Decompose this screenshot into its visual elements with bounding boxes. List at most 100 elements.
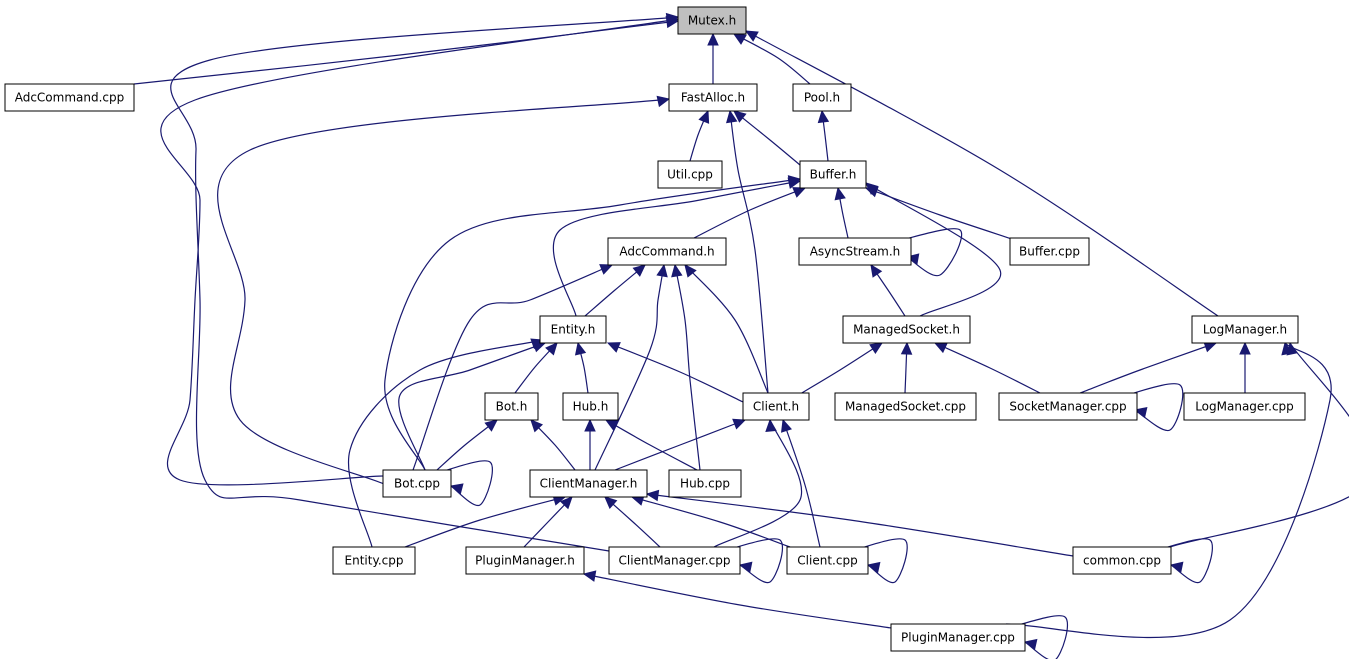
- arrowhead-bot-cpp-to-bot-h: [484, 419, 498, 432]
- node-fastalloc-h[interactable]: FastAlloc.h: [668, 83, 758, 112]
- edge-bot-cpp-to-entity-h: [398, 342, 546, 471]
- edge-hub-cpp-to-adccommand-h: [674, 264, 701, 471]
- edge-bot-cpp-to-fastalloc-h: [217, 98, 670, 485]
- edge-logmanager-h-to-mutex-h: [745, 30, 1219, 317]
- node-box-common-cpp: [1072, 546, 1172, 575]
- node-clientmanager-h[interactable]: ClientManager.h: [529, 469, 648, 498]
- arrowhead-logmanager-cpp-to-logmanager-h: [1239, 341, 1251, 355]
- node-managedsocket-cpp[interactable]: ManagedSocket.cpp: [834, 392, 977, 421]
- edge-bot-cpp-to-bot-h: [436, 419, 498, 471]
- node-pool-h[interactable]: Pool.h: [792, 83, 852, 112]
- node-box-hub-h: [562, 392, 619, 421]
- node-label: PluginManager.h: [475, 554, 575, 568]
- node-box-mutex-h: [677, 6, 747, 35]
- node-managedsocket-h[interactable]: ManagedSocket.h: [842, 315, 971, 344]
- node-bot-h[interactable]: Bot.h: [484, 392, 539, 421]
- node-box-client-cpp: [786, 546, 869, 575]
- node-box-asyncstream-h: [798, 237, 912, 266]
- node-client-h[interactable]: Client.h: [742, 392, 810, 421]
- node-label: Bot.h: [496, 400, 528, 414]
- arrowhead-managedsocket-h-to-buffer-h: [865, 182, 879, 195]
- arrowhead-buffer-h-to-pool-h: [817, 109, 830, 124]
- node-label: Util.cpp: [667, 168, 713, 182]
- node-label: Client.cpp: [797, 554, 857, 568]
- edge-adccommand-h-to-buffer-h: [693, 187, 806, 239]
- node-label: Bot.cpp: [394, 477, 440, 491]
- node-label: LogManager.cpp: [1195, 400, 1294, 414]
- node-box-adccommand-cpp: [4, 83, 135, 112]
- arrowhead-pluginmanager-cpp-to-pluginmanager-cpp: [1023, 638, 1038, 651]
- node-logmanager-cpp[interactable]: LogManager.cpp: [1183, 392, 1306, 421]
- arrowhead-pluginmanager-h-to-clientmanager-h: [559, 496, 573, 510]
- edge-socketmanager-cpp-to-managedsocket-h: [934, 342, 1041, 394]
- arrowhead-bot-cpp-to-adccommand-h: [599, 264, 614, 275]
- edge-managedsocket-h-to-buffer-h: [865, 182, 1002, 317]
- node-box-buffer-h: [799, 160, 867, 189]
- edge-bot-cpp-to-adccommand-h: [412, 264, 613, 471]
- edge-entity-cpp-to-entity-h: [348, 339, 544, 548]
- arrowhead-logmanager-h-to-mutex-h: [744, 30, 759, 42]
- node-box-entity-cpp: [332, 546, 416, 575]
- node-pluginmanager-cpp[interactable]: PluginManager.cpp: [890, 623, 1026, 652]
- node-box-bot-h: [484, 392, 539, 421]
- node-buffer-h[interactable]: Buffer.h: [799, 160, 867, 189]
- edge-entity-cpp-to-clientmanager-h: [404, 496, 566, 548]
- node-socketmanager-cpp[interactable]: SocketManager.cpp: [998, 392, 1138, 421]
- node-label: AdcCommand.h: [619, 245, 714, 259]
- arrowhead-fastalloc-h-to-mutex-h: [707, 32, 719, 46]
- edge-hub-cpp-to-hub-h: [605, 419, 698, 471]
- node-box-buffer-cpp: [1009, 237, 1090, 266]
- edge-pluginmanager-cpp-to-pluginmanager-h: [583, 573, 892, 629]
- node-label: ClientManager.h: [540, 477, 638, 491]
- edge-client-h-to-managedsocket-h: [799, 342, 883, 395]
- node-adccommand-cpp[interactable]: AdcCommand.cpp: [4, 83, 135, 112]
- arrowhead-bot-cpp-to-fastalloc-h: [656, 95, 671, 108]
- node-label: AdcCommand.cpp: [15, 91, 125, 105]
- arrowhead-managedsocket-h-to-asyncstream-h: [870, 264, 883, 278]
- edge-socketmanager-cpp-to-logmanager-h: [1079, 342, 1217, 394]
- node-bot-cpp[interactable]: Bot.cpp: [382, 469, 452, 498]
- arrowhead-pluginmanager-cpp-to-logmanager-h: [1281, 341, 1293, 356]
- node-box-entity-h: [539, 315, 607, 344]
- node-pluginmanager-h[interactable]: PluginManager.h: [465, 546, 585, 575]
- node-label: Entity.h: [551, 323, 596, 337]
- node-box-logmanager-h: [1191, 315, 1299, 344]
- arrowhead-client-h-to-fastalloc-h: [726, 109, 738, 124]
- node-box-managedsocket-h: [842, 315, 971, 344]
- node-label: common.cpp: [1083, 554, 1161, 568]
- node-common-cpp[interactable]: common.cpp: [1072, 546, 1172, 575]
- node-mutex-h[interactable]: Mutex.h: [677, 6, 747, 35]
- node-clientmanager-cpp[interactable]: ClientManager.cpp: [608, 546, 741, 575]
- node-hub-h[interactable]: Hub.h: [562, 392, 619, 421]
- node-label: Mutex.h: [688, 14, 736, 28]
- edge-asyncstream-h-to-asyncstream-h: [896, 228, 963, 277]
- arrowhead-client-cpp-to-client-h: [781, 418, 792, 433]
- edge-pluginmanager-cpp-to-logmanager-h: [1005, 342, 1332, 639]
- node-client-cpp[interactable]: Client.cpp: [786, 546, 869, 575]
- node-label: Hub.cpp: [680, 477, 730, 491]
- arrowhead-client-h-to-entity-h: [606, 342, 621, 353]
- node-box-client-h: [742, 392, 810, 421]
- node-box-clientmanager-cpp: [608, 546, 741, 575]
- node-asyncstream-h[interactable]: AsyncStream.h: [798, 237, 912, 266]
- node-buffer-cpp[interactable]: Buffer.cpp: [1009, 237, 1090, 266]
- edge-clientmanager-cpp-to-mutex-h: [170, 16, 679, 552]
- node-label: Entity.cpp: [345, 554, 404, 568]
- edge-bot-cpp-to-bot-cpp: [436, 460, 493, 507]
- edge-common-cpp-to-clientmanager-h: [646, 493, 1074, 557]
- node-entity-cpp[interactable]: Entity.cpp: [332, 546, 416, 575]
- edge-common-cpp-to-common-cpp: [1156, 538, 1213, 584]
- node-label: FastAlloc.h: [681, 91, 745, 105]
- node-box-socketmanager-cpp: [998, 392, 1138, 421]
- arrowhead-clientmanager-h-to-adccommand-h: [656, 263, 668, 278]
- node-adccommand-h[interactable]: AdcCommand.h: [607, 237, 727, 266]
- arrowhead-managedsocket-cpp-to-managedsocket-h: [900, 341, 913, 355]
- node-box-adccommand-h: [607, 237, 727, 266]
- node-logmanager-h[interactable]: LogManager.h: [1191, 315, 1299, 344]
- node-entity-h[interactable]: Entity.h: [539, 315, 607, 344]
- edge-clientmanager-h-to-client-h: [614, 419, 746, 471]
- node-box-pool-h: [792, 83, 852, 112]
- node-util-cpp[interactable]: Util.cpp: [657, 160, 723, 189]
- edge-client-cpp-to-client-cpp: [853, 538, 908, 584]
- node-hub-cpp[interactable]: Hub.cpp: [668, 469, 742, 498]
